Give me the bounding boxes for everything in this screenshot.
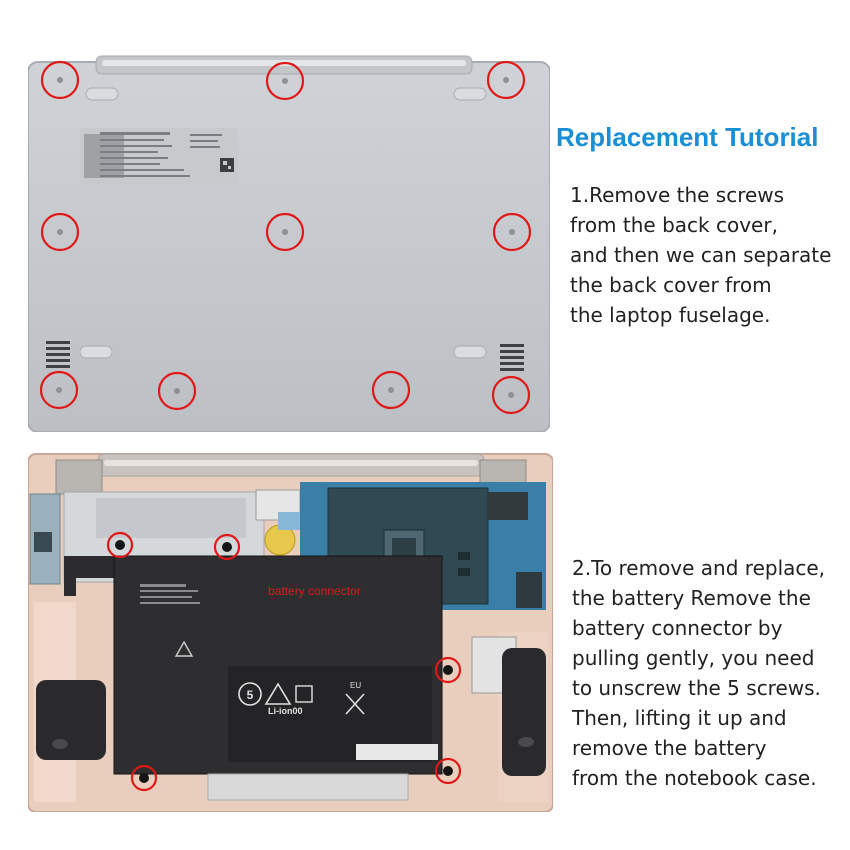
screw-marker [106, 531, 134, 559]
recycle-icon [238, 682, 262, 706]
screw-marker [486, 60, 526, 100]
step2-line: battery connector by [572, 616, 783, 640]
screw-marker [434, 656, 462, 684]
screw-marker [39, 370, 79, 410]
screw-marker [265, 212, 305, 252]
eu-mark: EU [350, 681, 361, 690]
step2-line: the battery Remove the [572, 586, 811, 610]
screw-marker [434, 757, 462, 785]
step1-line: the laptop fuselage. [570, 303, 771, 327]
step2-line: Then, lifting it up and [572, 706, 787, 730]
screw-marker [40, 212, 80, 252]
internals-photo: 5 Li-ion00 EU [28, 452, 553, 812]
screw-marker [371, 370, 411, 410]
step1-line: from the back cover, [570, 213, 778, 237]
weee-bin-icon [345, 693, 365, 715]
screw-marker [491, 375, 531, 415]
screw-marker [130, 764, 158, 792]
page-title: Replacement Tutorial [556, 122, 819, 152]
battery-pack: 5 Li-ion00 EU [113, 555, 443, 775]
screw-marker [492, 212, 532, 252]
vent-left [46, 341, 70, 368]
step2-line: to unscrew the 5 screws. [572, 676, 821, 700]
screw-markers [39, 60, 532, 415]
speaker-left [36, 680, 106, 760]
back-cover-body [28, 61, 550, 432]
regulatory-label [80, 128, 238, 184]
step2-line: 2.To remove and replace, [572, 556, 826, 580]
step1-line: 1.Remove the screws [570, 183, 785, 207]
battery-screw-markers [106, 531, 462, 792]
screw-marker [157, 371, 197, 411]
screw-marker [40, 60, 80, 100]
battery-chemistry: Li-ion00 [268, 706, 303, 716]
screw-marker [265, 61, 305, 101]
battery-connector-label: battery connector [268, 584, 361, 598]
recycle-number: 5 [247, 688, 254, 702]
step2-line: pulling gently, you need [572, 646, 815, 670]
step1-line: the back cover from [570, 273, 772, 297]
back-cover-photo [28, 50, 550, 432]
step1-line: and then we can separate [570, 243, 832, 267]
vent-right [500, 344, 524, 371]
warning-icon [174, 640, 194, 657]
step2-line: remove the battery [572, 736, 767, 760]
screw-marker [213, 533, 241, 561]
step2-instructions: 2.To remove and replace, the battery Rem… [572, 553, 825, 793]
step2-line: from the notebook case. [572, 766, 817, 790]
speaker-right [502, 648, 546, 776]
step1-instructions: 1.Remove the screws from the back cover,… [570, 180, 831, 330]
